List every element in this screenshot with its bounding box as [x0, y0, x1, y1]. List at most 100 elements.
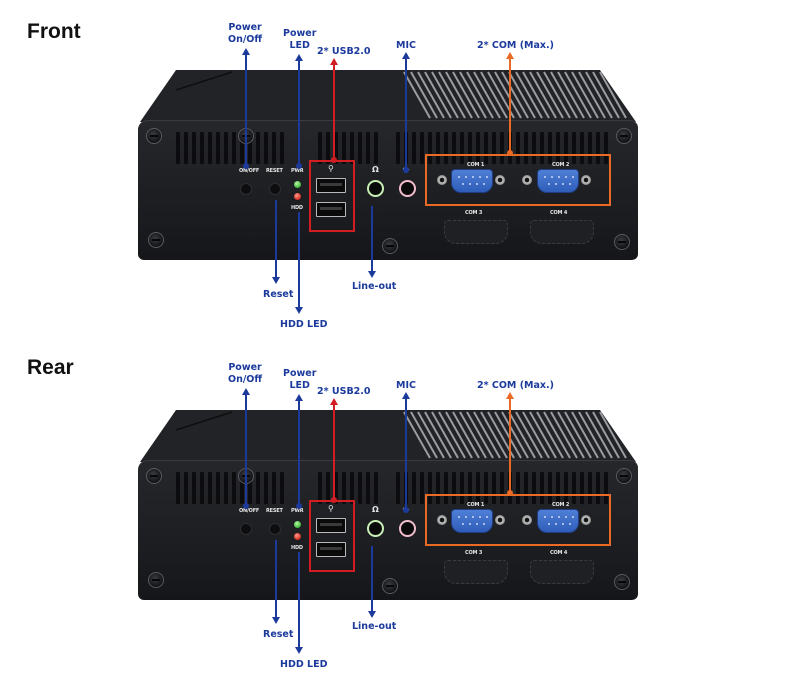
db9-pin [479, 516, 481, 518]
db9-pin [465, 176, 467, 178]
heatsink-fin [452, 71, 480, 119]
heatsink-fin [585, 71, 613, 119]
heatsink-fin [452, 411, 480, 459]
vent-slot [216, 472, 220, 504]
vent-slot [280, 132, 284, 164]
usb-port-2[interactable] [316, 202, 346, 217]
callout-mic: MIC [396, 40, 416, 51]
heatsink-fin [466, 411, 494, 459]
vent-slot [532, 132, 536, 164]
heatsink-fin [473, 411, 501, 459]
callout-com: 2* COM (Max.) [477, 40, 554, 51]
heatsink-fin [494, 411, 522, 459]
heatsink-fin [403, 411, 431, 459]
screw-icon [382, 238, 398, 254]
vent-slot [240, 472, 244, 504]
label-reset: RESET [266, 508, 283, 514]
section-title: Front [27, 20, 81, 43]
vent-slot [476, 132, 480, 164]
label-onoff: ON/OFF [239, 168, 260, 174]
vent-slot [412, 472, 416, 504]
vent-slot [436, 132, 440, 164]
arrow-anchor [331, 157, 337, 163]
db9-pin [572, 176, 574, 178]
heatsink-fin [571, 411, 599, 459]
vent-slot [548, 472, 552, 504]
db9-pin [475, 523, 478, 525]
db9-pin [458, 176, 460, 178]
arrow-reset [272, 540, 280, 624]
db9-pin [486, 516, 488, 518]
vent-slot [200, 472, 204, 504]
db9-pin [461, 183, 464, 185]
vent-slot [500, 132, 504, 164]
vent-slot [208, 132, 212, 164]
db9-pin [472, 176, 474, 178]
label-reset: RESET [266, 168, 283, 174]
heatsink-fin [592, 71, 620, 119]
power-led [294, 181, 301, 188]
line-out-jack[interactable] [367, 520, 384, 537]
hex-standoff [495, 515, 505, 525]
com1-port[interactable] [451, 509, 493, 533]
hex-standoff [581, 175, 591, 185]
screw-icon [146, 128, 162, 144]
db9-pin [554, 523, 557, 525]
reset-button[interactable] [269, 523, 281, 535]
section-title: Rear [27, 356, 74, 379]
vent-slot [540, 132, 544, 164]
vent-slot [248, 132, 252, 164]
heatsink-fin [557, 411, 585, 459]
vent-slot [366, 472, 370, 504]
mic-jack[interactable] [399, 520, 416, 537]
vent-slot [492, 472, 496, 504]
vent-slot [452, 472, 456, 504]
usb-port-2[interactable] [316, 542, 346, 557]
vent-slot [396, 472, 400, 504]
callout-line-out: Line-out [352, 621, 397, 632]
heatsink-fin [445, 71, 473, 119]
vent-slot [184, 472, 188, 504]
mic-jack[interactable] [399, 180, 416, 197]
db9-pin [565, 516, 567, 518]
label-pwr: PWR [291, 508, 304, 514]
heatsink-fin [480, 71, 508, 119]
com1-port[interactable] [451, 169, 493, 193]
heatsink-fin [473, 71, 501, 119]
vent-slot [412, 132, 416, 164]
arrow-anchor [296, 163, 302, 169]
db9-pin [472, 516, 474, 518]
vent-slot [208, 472, 212, 504]
usb-icon: ⚲ [328, 504, 334, 513]
heatsink-fin [508, 411, 536, 459]
callout-com: 2* COM (Max.) [477, 380, 554, 391]
db9-pin [461, 523, 464, 525]
callout-hdd-led: HDD LED [280, 659, 328, 670]
vent-slot [540, 472, 544, 504]
screw-icon [616, 128, 632, 144]
heatsink-fin [536, 71, 564, 119]
com2-port[interactable] [537, 509, 579, 533]
vent-slot [484, 472, 488, 504]
usb-port-1[interactable] [316, 518, 346, 533]
vent-slot [420, 132, 424, 164]
vent-slot [476, 472, 480, 504]
vent-slot [564, 132, 568, 164]
vent-slot [428, 472, 432, 504]
arrow-usb [330, 398, 338, 500]
reset-button[interactable] [269, 183, 281, 195]
label-com2: COM 2 [552, 162, 570, 168]
com2-port[interactable] [537, 169, 579, 193]
callout-reset: Reset [263, 629, 294, 640]
power-button[interactable] [240, 183, 252, 195]
vent-slot [256, 132, 260, 164]
vent-slot [342, 472, 346, 504]
usb-port-1[interactable] [316, 178, 346, 193]
line-out-jack[interactable] [367, 180, 384, 197]
usb-icon: ⚲ [328, 164, 334, 173]
power-button[interactable] [240, 523, 252, 535]
arrow-power-led [295, 54, 303, 166]
chassis-front-panel: ON/OFF RESET PWR HDD ⚲ Ω ✎ COM 1 COM 2 [138, 120, 638, 260]
chassis-top-heatsink [140, 410, 636, 462]
